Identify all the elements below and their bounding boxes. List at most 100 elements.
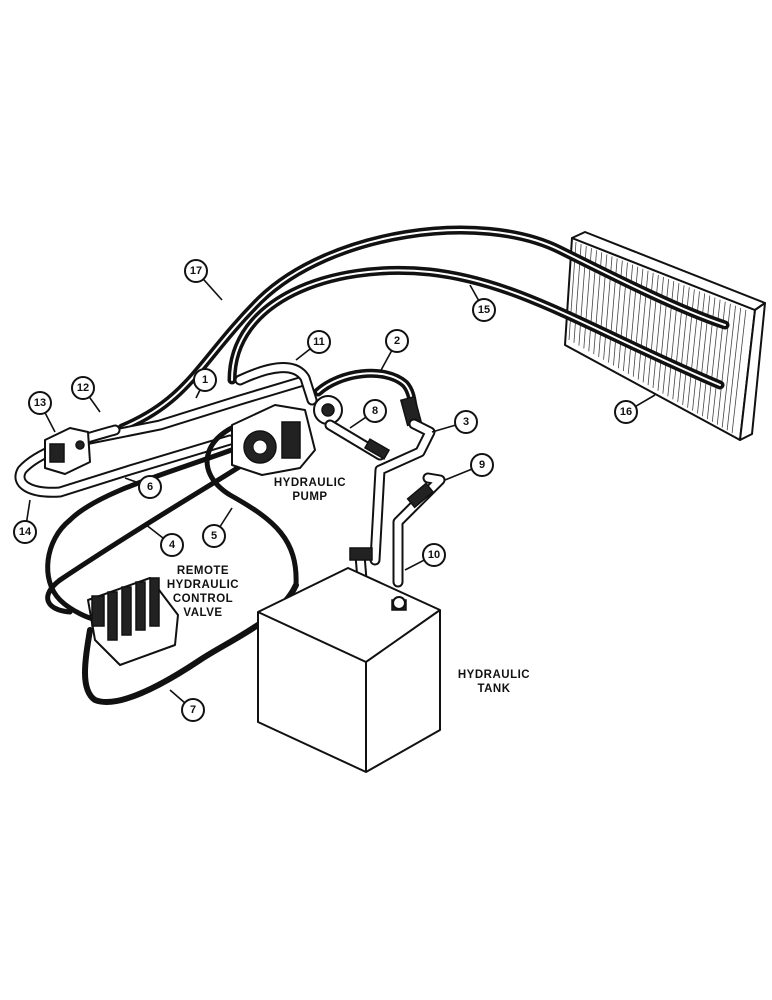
tank-label-line: TANK [477,683,510,695]
callout-circle [472,298,496,322]
valve-label-line: REMOTE [177,565,229,577]
callout-2: 2 [379,329,409,373]
callout-5: 5 [202,507,233,548]
tube-1 [79,376,306,446]
callout-leader [469,284,480,301]
callout-circle [28,391,52,415]
valve-spool [135,581,146,631]
callout-leader [124,477,140,485]
callout-circle [454,410,478,434]
callout-leader [25,499,31,522]
callout-number: 7 [190,704,196,716]
callout-circle [202,524,226,548]
callout-leader [431,424,456,433]
cooler-fin [731,309,747,434]
callout-leader [169,689,186,704]
callout-11: 11 [295,330,331,361]
hose-left-loop [45,517,103,623]
callout-number: 13 [34,397,46,409]
callout-14: 14 [13,499,37,544]
callout-circle [71,376,95,400]
oil-cooler [564,231,766,441]
callout-number: 9 [479,459,485,471]
callout-number: 1 [202,374,208,386]
tank-label: HYDRAULIC TANK [458,669,530,695]
valve-label-line: VALVE [183,607,222,619]
callout-4: 4 [144,523,184,557]
callout-circle [385,329,409,353]
callout-1: 1 [193,368,217,399]
callout-leader [635,394,656,408]
fitting [406,482,435,509]
callout-6: 6 [124,475,162,499]
callout-number: 10 [428,549,440,561]
cooler-fin [726,307,742,431]
callout-circle [422,543,446,567]
callout-3: 3 [431,410,478,434]
callout-number: 8 [372,405,378,417]
callout-number: 11 [313,336,325,348]
callout-number: 4 [169,539,176,551]
callout-10: 10 [404,543,446,571]
callout-number: 16 [620,406,632,418]
tube-3 [369,418,436,566]
callout-circle [307,330,331,354]
callout-leader [404,559,425,571]
callout-number: 12 [77,382,89,394]
callout-circle [470,453,494,477]
filter-valve-13 [44,427,91,475]
callout-number: 2 [394,335,400,347]
callout-16: 16 [614,394,656,424]
callout-circle [363,399,387,423]
callout-circle [184,259,208,283]
valve-label-line: HYDRAULIC [167,579,239,591]
callout-17: 17 [184,259,223,301]
tube-11 [234,362,318,406]
hose-5 [204,417,299,588]
hose-4 [57,457,253,583]
callout-number: 5 [211,530,217,542]
callout-leader [379,350,393,373]
cooler-fin [721,305,736,428]
callout-leader [144,523,164,539]
callout-leader [295,348,311,361]
callout-number: 14 [19,526,32,538]
callout-number: 15 [478,304,490,316]
callout-circle [181,698,205,722]
valve-spool [121,586,132,636]
valve-spool [149,577,160,627]
callout-circle [138,475,162,499]
callout-15: 15 [469,284,496,322]
fitting [349,547,373,561]
callout-leader [444,468,473,481]
hose-15 [227,265,725,390]
callout-13: 13 [28,391,56,433]
callout-circle [614,400,638,424]
pump-label: HYDRAULIC PUMP [274,477,346,503]
pump-label-line: HYDRAULIC [274,477,346,489]
callout-leader [202,278,223,301]
callout-circle [160,533,184,557]
valve-label-line: CONTROL [173,593,233,605]
callout-8: 8 [349,399,387,429]
callout-9: 9 [444,453,494,481]
hydraulic-tank [257,567,441,773]
tank-label-line: HYDRAULIC [458,669,530,681]
callout-circle [193,368,217,392]
callout-leader [88,396,101,413]
fitting [363,438,391,460]
remote-control-valve [87,577,179,666]
callout-number: 17 [190,265,202,277]
callout-leader [44,412,56,433]
callout-leader [219,507,233,528]
valve-label: REMOTE HYDRAULIC CONTROL VALVE [167,565,239,619]
callout-circle [13,520,37,544]
callout-12: 12 [71,376,101,413]
callout-number: 6 [147,481,153,493]
valve-spool [107,591,118,641]
callout-number: 3 [463,416,469,428]
callout-leader [195,389,201,399]
callout-7: 7 [169,689,205,722]
